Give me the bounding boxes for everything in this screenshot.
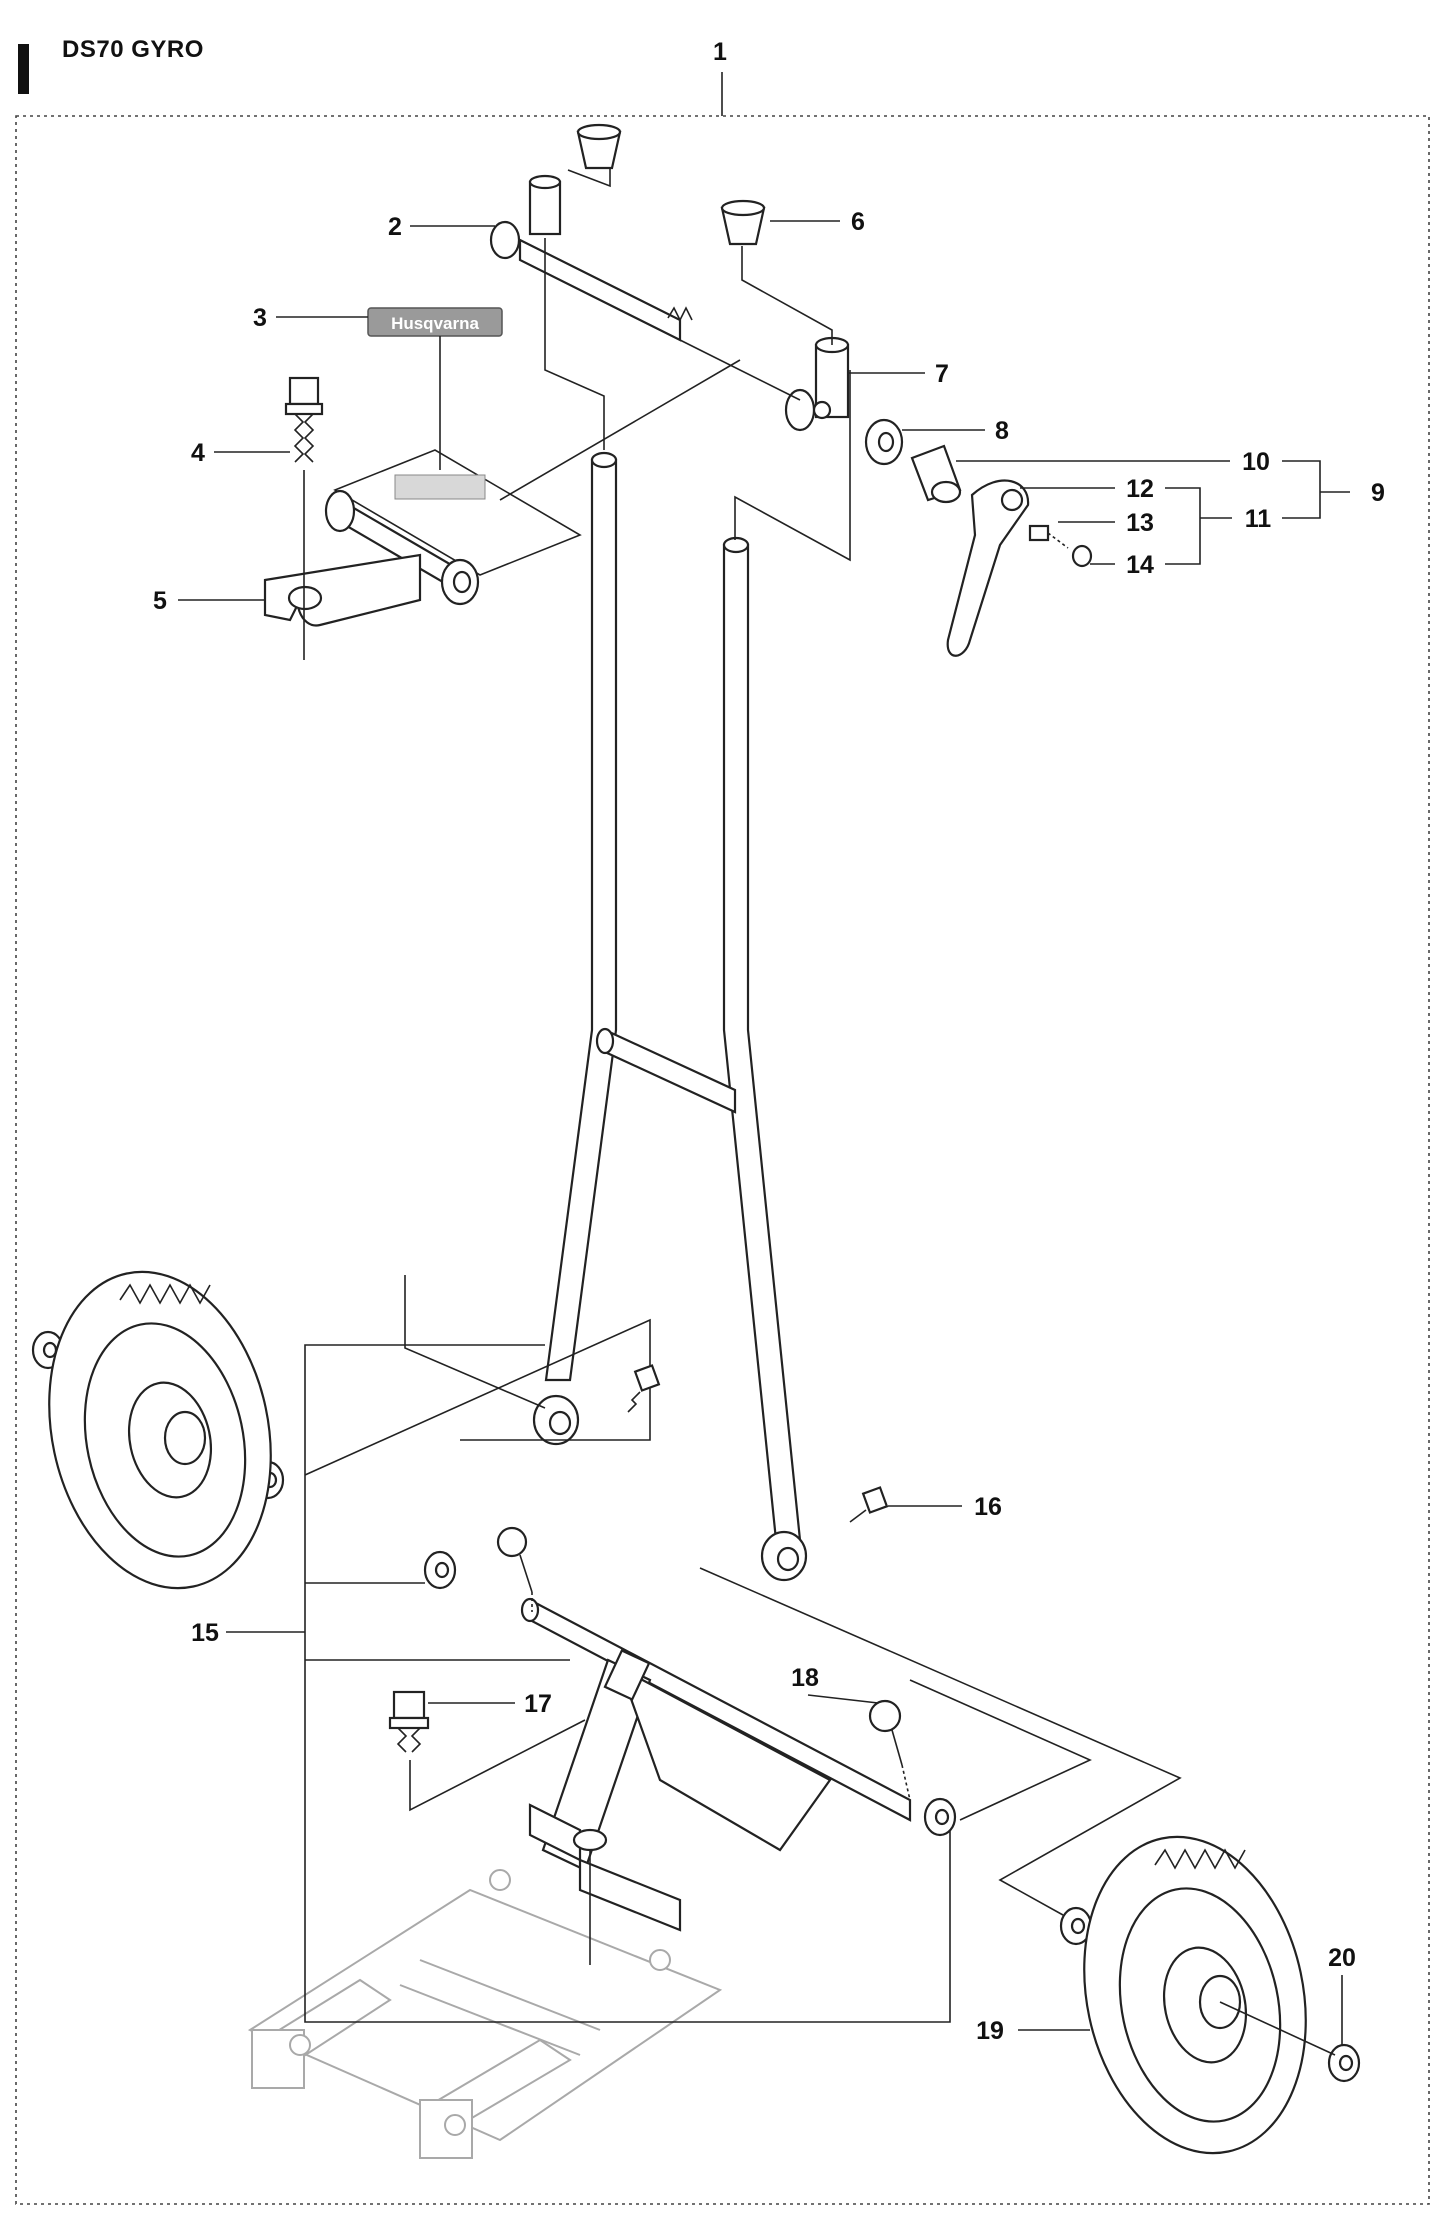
lynch-pin-18 — [868, 1699, 911, 1801]
sleeve-10 — [910, 444, 962, 504]
axle-washer-right — [923, 1797, 957, 1837]
callout-1: 1 — [713, 38, 727, 66]
callout-15: 15 — [191, 1619, 219, 1647]
washer-19-inner — [1059, 1906, 1093, 1946]
callout-2: 2 — [388, 213, 402, 241]
base-plate-ghost — [247, 1869, 723, 2159]
callout-8: 8 — [995, 417, 1009, 445]
callout-4: 4 — [191, 439, 205, 467]
callout-leaders — [178, 220, 1350, 601]
axle-bolt — [627, 1364, 661, 1413]
rubber-knob-top — [576, 123, 622, 170]
lynch-pin-left — [496, 1526, 533, 1612]
wheel-left — [48, 1270, 272, 1590]
top-leaders — [499, 168, 851, 562]
callout-17: 17 — [524, 1690, 552, 1718]
callout-10: 10 — [1242, 448, 1270, 476]
clamp-tube-7 — [784, 336, 850, 432]
callout-16: 16 — [974, 1493, 1002, 1521]
wheel-19 — [1083, 1835, 1336, 2155]
bolt-16 — [849, 1486, 889, 1523]
top-cross-tube — [489, 174, 693, 342]
callout-18: 18 — [791, 1664, 819, 1692]
callout-9: 9 — [1371, 479, 1385, 507]
callout-14: 14 — [1126, 551, 1154, 579]
callout-7: 7 — [935, 360, 949, 388]
trolley-frame — [532, 451, 808, 1582]
axle-assembly — [304, 1275, 912, 1965]
bolt-4 — [284, 376, 324, 660]
washer-20 — [1327, 2043, 1361, 2083]
callout-6: 6 — [851, 208, 865, 236]
callout-15-bracket — [226, 1344, 1182, 2023]
screw-13 — [1028, 524, 1069, 549]
callout-5: 5 — [153, 587, 167, 615]
lower-callout-leaders — [428, 1505, 1343, 2045]
callout-3: 3 — [253, 304, 267, 332]
mounting-block — [263, 449, 582, 627]
husqvarna-label: Husqvarna — [367, 307, 503, 470]
rubber-knob-6 — [720, 199, 766, 246]
callout-19: 19 — [976, 2017, 1004, 2045]
clamp-lever-12 — [946, 479, 1030, 657]
callout-12: 12 — [1126, 475, 1154, 503]
title-bar — [18, 44, 29, 94]
page-title: DS70 GYRO — [62, 36, 204, 63]
washer-14 — [1071, 544, 1093, 568]
callout-20: 20 — [1328, 1944, 1356, 1972]
bolt-17 — [388, 1690, 586, 1812]
assembly-frame — [15, 115, 1430, 2205]
callout-11: 11 — [1245, 505, 1272, 533]
callout-13: 13 — [1126, 509, 1154, 537]
washer-8 — [864, 418, 904, 466]
axle-washer-left — [423, 1550, 457, 1590]
logo-text: Husqvarna — [391, 314, 479, 333]
